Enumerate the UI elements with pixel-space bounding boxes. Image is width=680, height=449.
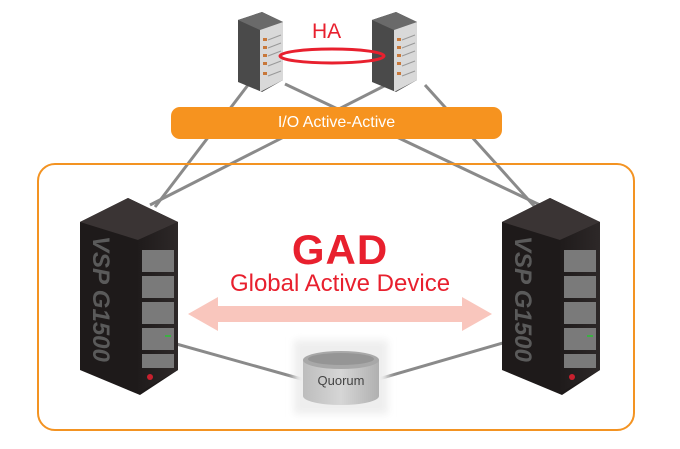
io-active-active-bar: I/O Active-Active: [171, 107, 502, 139]
gad-subtitle: Global Active Device: [229, 270, 451, 297]
link-left-rack-quorum: [154, 336, 306, 382]
host-server-icon: [372, 12, 417, 92]
link-server2-left-rack: [149, 82, 389, 207]
replication-double-arrow-icon: [188, 297, 492, 331]
ha-ring-icon: [278, 47, 386, 65]
quorum-label: Quorum: [317, 373, 365, 388]
ha-label: HA: [312, 20, 342, 43]
quorum-disk-icon: [294, 340, 388, 414]
link-server1-left-rack: [153, 84, 250, 208]
link-server2-right-rack: [423, 83, 537, 209]
link-server1-right-rack: [284, 82, 541, 207]
connection-lines: [149, 82, 541, 382]
link-right-rack-quorum: [374, 336, 521, 382]
storage-rack-right-icon: [502, 198, 600, 395]
storage-rack-left-icon: [80, 198, 178, 395]
host-server-icon: [238, 12, 283, 92]
gad-cluster-frame: [37, 163, 635, 431]
gad-title: GAD: [291, 226, 389, 273]
